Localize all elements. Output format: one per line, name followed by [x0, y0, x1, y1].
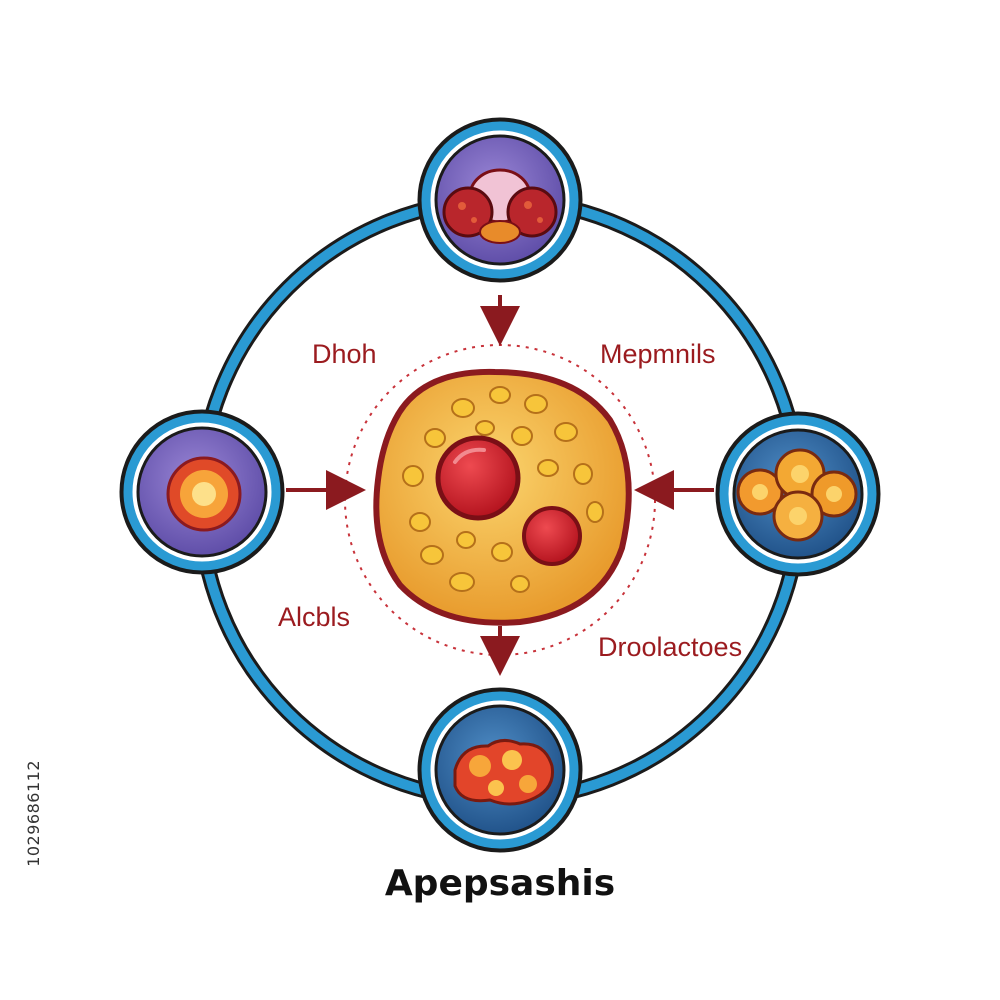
node-bottom: [417, 687, 583, 853]
node-top: [417, 117, 583, 283]
cell-fragments-icon: [453, 739, 555, 806]
cell-cluster-icon: [736, 448, 858, 542]
label-bottom-left: Alcbls: [278, 602, 351, 632]
node-right: [715, 411, 881, 577]
node-left: [119, 409, 285, 575]
central-cell-icon: [373, 368, 632, 626]
label-top-right: Mepmnils: [600, 339, 716, 369]
single-cell-icon: [166, 456, 242, 532]
nucleus-small: [522, 506, 582, 566]
watermark-id: 1029686112: [24, 760, 43, 867]
label-top-left: Dhoh: [312, 339, 377, 369]
diagram-title: Apepsashis: [384, 863, 616, 904]
label-bottom-right: Droolactoes: [598, 632, 743, 662]
dividing-cells-icon: [442, 168, 558, 244]
